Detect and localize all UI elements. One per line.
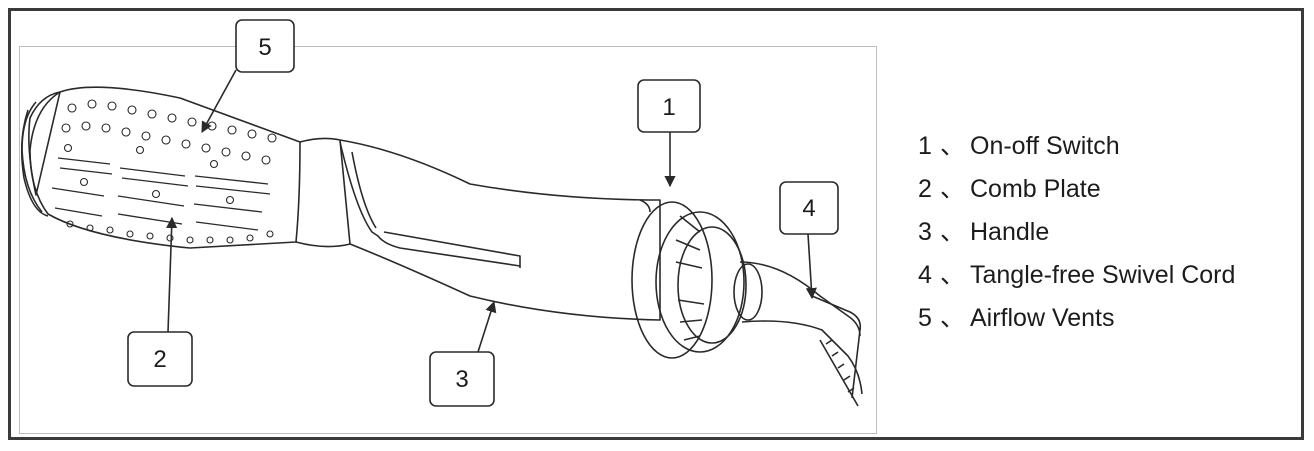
legend-item-3: 3 、Handle	[918, 214, 1235, 257]
legend-separator: 、	[940, 304, 966, 332]
leader-4	[805, 233, 817, 300]
legend-text: Airflow Vents	[970, 304, 1115, 332]
leader-3	[477, 300, 497, 353]
legend-text: Tangle-free Swivel Cord	[970, 261, 1236, 289]
legend-number: 4	[918, 261, 932, 289]
callout-box-1	[637, 79, 701, 133]
legend-number: 2	[918, 175, 932, 203]
legend-item-2: 2 、Comb Plate	[918, 171, 1235, 214]
legend-separator: 、	[940, 132, 966, 160]
handle-body	[339, 139, 661, 321]
callout-leaders	[166, 69, 817, 353]
legend-item-5: 5 、Airflow Vents	[918, 300, 1235, 343]
callout-label-2: 2	[153, 346, 166, 373]
callout-label-3: 3	[455, 366, 468, 393]
legend-number: 1	[918, 132, 932, 160]
legend-number: 3	[918, 218, 932, 246]
leader-5	[201, 69, 237, 133]
callout-box-4	[779, 181, 839, 235]
callout-box-2	[127, 331, 193, 387]
leader-2	[166, 216, 178, 333]
brush-barrel	[20, 86, 301, 249]
callout-label-1: 1	[662, 94, 675, 121]
callout-box-3	[429, 351, 495, 407]
callout-label-5: 5	[258, 34, 271, 61]
legend-item-4: 4 、Tangle-free Swivel Cord	[918, 257, 1235, 300]
parts-legend: 1、On-off Switch 2、Comb Plate 3、Handle 4、…	[918, 128, 1235, 343]
handle-base	[631, 201, 763, 359]
legend-text: Comb Plate	[970, 175, 1101, 203]
callout-box-5	[235, 19, 295, 73]
legend-separator: 、	[940, 175, 966, 203]
legend-item-1: 1 、On-off Switch	[918, 128, 1235, 171]
legend-separator: 、	[940, 218, 966, 246]
legend-number: 5	[918, 304, 932, 332]
illustration-panel	[19, 46, 877, 434]
swivel-cord	[739, 261, 863, 407]
legend-text: Handle	[970, 218, 1050, 246]
barrel-collar	[295, 137, 351, 248]
legend-text: On-off Switch	[970, 132, 1120, 160]
legend-separator: 、	[940, 261, 966, 289]
callout-label-4: 4	[802, 195, 815, 222]
